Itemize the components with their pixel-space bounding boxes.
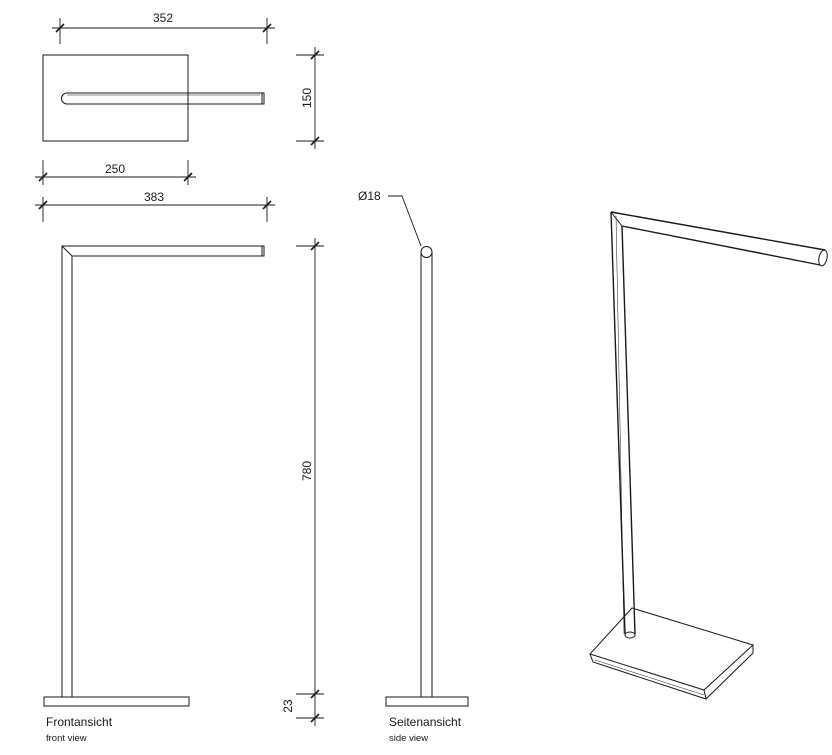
perspective-base-top	[589, 607, 754, 691]
dimension-label: 250	[105, 162, 125, 176]
dimension-label: 780	[300, 461, 314, 481]
side-view: Ø18	[358, 189, 469, 707]
front-view-base	[43, 696, 190, 707]
dimension-base-width: 250	[35, 160, 196, 185]
dimension-label: 23	[281, 699, 295, 713]
side-view-title: Seitenansicht	[389, 715, 462, 729]
side-view-base	[385, 696, 469, 707]
perspective-view	[589, 211, 828, 700]
front-view-subtitle: front view	[46, 733, 87, 744]
perspective-arm-end	[818, 249, 828, 267]
front-view-frame	[61, 245, 265, 697]
side-view-tube-section	[420, 246, 433, 258]
top-view-arm	[61, 92, 265, 105]
top-view	[42, 54, 265, 142]
diameter-leader	[388, 195, 422, 247]
dimension-top-depth: 150	[296, 47, 324, 149]
front-view	[43, 245, 265, 707]
dimension-height: 780 23	[281, 238, 324, 726]
front-view-title: Frontansicht	[46, 715, 113, 729]
dimension-label: Ø18	[358, 189, 381, 203]
top-view-base-plate	[42, 54, 189, 142]
dimension-label: 352	[153, 11, 173, 25]
dimension-top-width: 352	[52, 11, 275, 44]
dimension-front-width: 383	[35, 190, 275, 222]
dimension-label: 383	[144, 190, 164, 204]
side-view-subtitle: side view	[389, 733, 428, 744]
dimension-label: 150	[300, 88, 314, 108]
